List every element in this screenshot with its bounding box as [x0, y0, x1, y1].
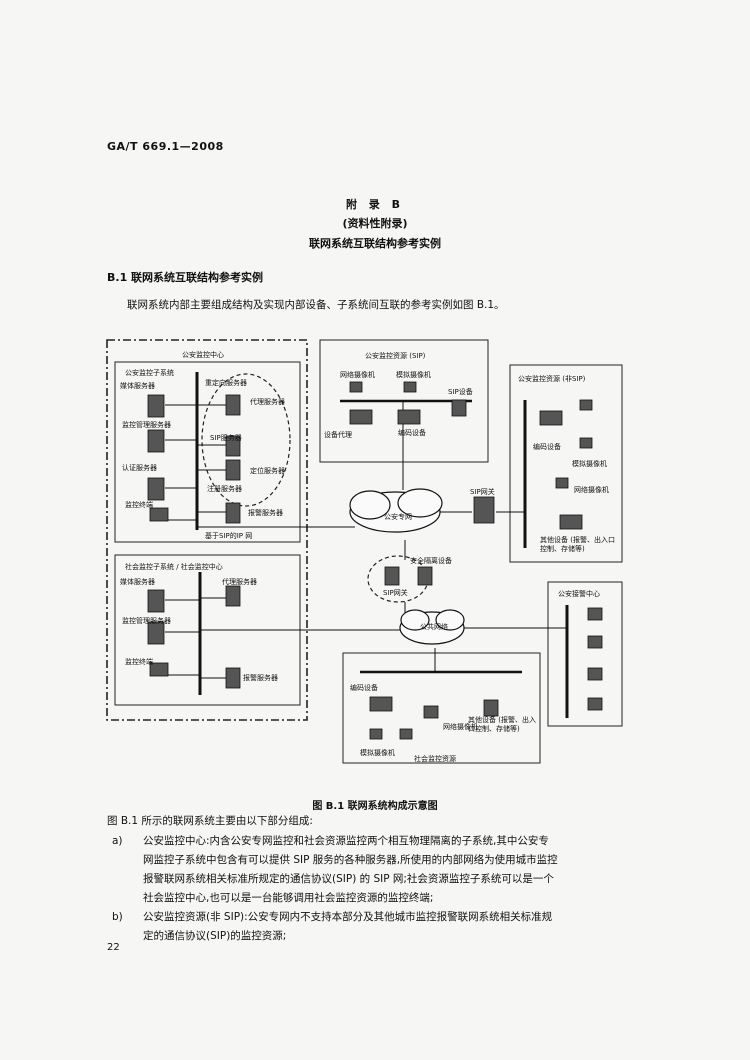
media-server2-label: 媒体服务器	[120, 578, 155, 586]
public-net-label: 公共网络	[420, 623, 448, 631]
appendix-subtitle: (资料性附录)	[342, 217, 408, 230]
network-camera2-label: 网络摄像机	[574, 486, 609, 494]
alarm-server-label: 报警服务器	[248, 509, 283, 517]
encoder3-label: 编码设备	[350, 684, 378, 692]
proxy-server2-label: 代理服务器	[222, 578, 257, 586]
standard-number: GA/T 669.1—2008	[107, 140, 224, 153]
other-devices2-label: 其他设备 (报警、出入口控制、存储等)	[468, 716, 536, 733]
item-b-line: 公安监控资源(非 SIP):公安专网内不支持本部分及其他城市监控报警联网系统相关…	[143, 911, 553, 923]
sip-ip-net-label: 基于SIP的IP 网	[205, 532, 253, 540]
ps-alarm-center-label: 公安接警中心	[558, 590, 600, 598]
ps-subsystem-label: 公安监控子系统	[125, 369, 174, 377]
body-paragraph: 图 B.1 所示的联网系统主要由以下部分组成:	[107, 815, 313, 827]
network-diagram: 公安监控中心 公安监控子系统 媒体服务器 重定向服务器 代理服务器 监控管理服务…	[106, 339, 623, 764]
alarm-server2-label: 报警服务器	[243, 674, 278, 682]
register-server-label: 注册服务器	[207, 485, 242, 493]
locate-server-label: 定位服务器	[250, 467, 285, 475]
analog-camera2-label: 模拟摄像机	[572, 460, 607, 468]
network-camera3-label: 网络摄像机	[443, 723, 478, 731]
social-subsystem-label: 社会监控子系统 / 社会监控中心	[125, 563, 223, 571]
device-proxy-label: 设备代理	[324, 431, 352, 439]
ps-center-title: 公安监控中心	[182, 351, 224, 359]
page-number: 22	[107, 942, 120, 953]
item-a-line: 报警联网系统相关标准所规定的通信协议(SIP) 的 SIP 网;社会资源监控子系…	[143, 873, 554, 885]
auth-server-label: 认证服务器	[122, 464, 157, 472]
diagram-lines	[106, 339, 623, 764]
appendix-title: 附 录 B	[345, 198, 405, 211]
other-devices-label: 其他设备 (报警、出入口控制、存储等)	[540, 536, 615, 553]
sip-gateway2-label: SIP网关	[383, 589, 408, 597]
item-a-line: 社会监控中心,也可以是一台能够调用社会监控资源的监控终端;	[143, 892, 434, 904]
sip-device-label: SIP设备	[448, 388, 473, 396]
section-intro: 联网系统内部主要组成结构及实现内部设备、子系统间互联的参考实例如图 B.1。	[127, 299, 505, 311]
monitor-terminal2-label: 监控终端	[125, 658, 153, 666]
security-isolation-label: 安全隔离设备	[410, 557, 452, 565]
figure-caption: 图 B.1 联网系统构成示意图	[312, 801, 438, 812]
item-b-line: 定的通信协议(SIP)的监控资源;	[143, 930, 287, 942]
appendix-name: 联网系统互联结构参考实例	[309, 237, 441, 250]
mgmt-server-label: 监控管理服务器	[122, 421, 171, 429]
mgmt-server2-label: 监控管理服务器	[122, 617, 171, 625]
sip-gateway-label: SIP网关	[470, 488, 495, 496]
social-resource-label: 社会监控资源	[414, 755, 456, 763]
encoder2-label: 编码设备	[533, 443, 561, 451]
analog-camera3-label: 模拟摄像机	[360, 749, 395, 757]
encoder-label: 编码设备	[398, 429, 426, 437]
section-heading: B.1 联网系统互联结构参考实例	[107, 271, 264, 284]
media-server-label: 媒体服务器	[120, 382, 155, 390]
ps-resource-sip-label: 公安监控资源 (SIP)	[365, 352, 426, 360]
list-marker-b: b)	[112, 911, 123, 923]
analog-camera-label: 模拟摄像机	[396, 371, 431, 379]
sip-server-label: SIP服务器	[210, 434, 242, 442]
monitor-terminal-label: 监控终端	[125, 501, 153, 509]
item-a-line: 公安监控中心:内含公安专网监控和社会资源监控两个相互物理隔离的子系统,其中公安专	[143, 835, 549, 847]
ps-resource-nonsip-label: 公安监控资源 (非SIP)	[518, 375, 586, 383]
redirect-server-label: 重定向服务器	[205, 379, 247, 387]
item-a-line: 网监控子系统中包含有可以提供 SIP 服务的各种服务器,所使用的内部网络为使用城…	[143, 854, 558, 866]
proxy-server-label: 代理服务器	[250, 398, 285, 406]
private-net-label: 公安专网	[384, 513, 412, 521]
network-camera-label: 网络摄像机	[340, 371, 375, 379]
list-marker-a: a)	[112, 835, 123, 847]
